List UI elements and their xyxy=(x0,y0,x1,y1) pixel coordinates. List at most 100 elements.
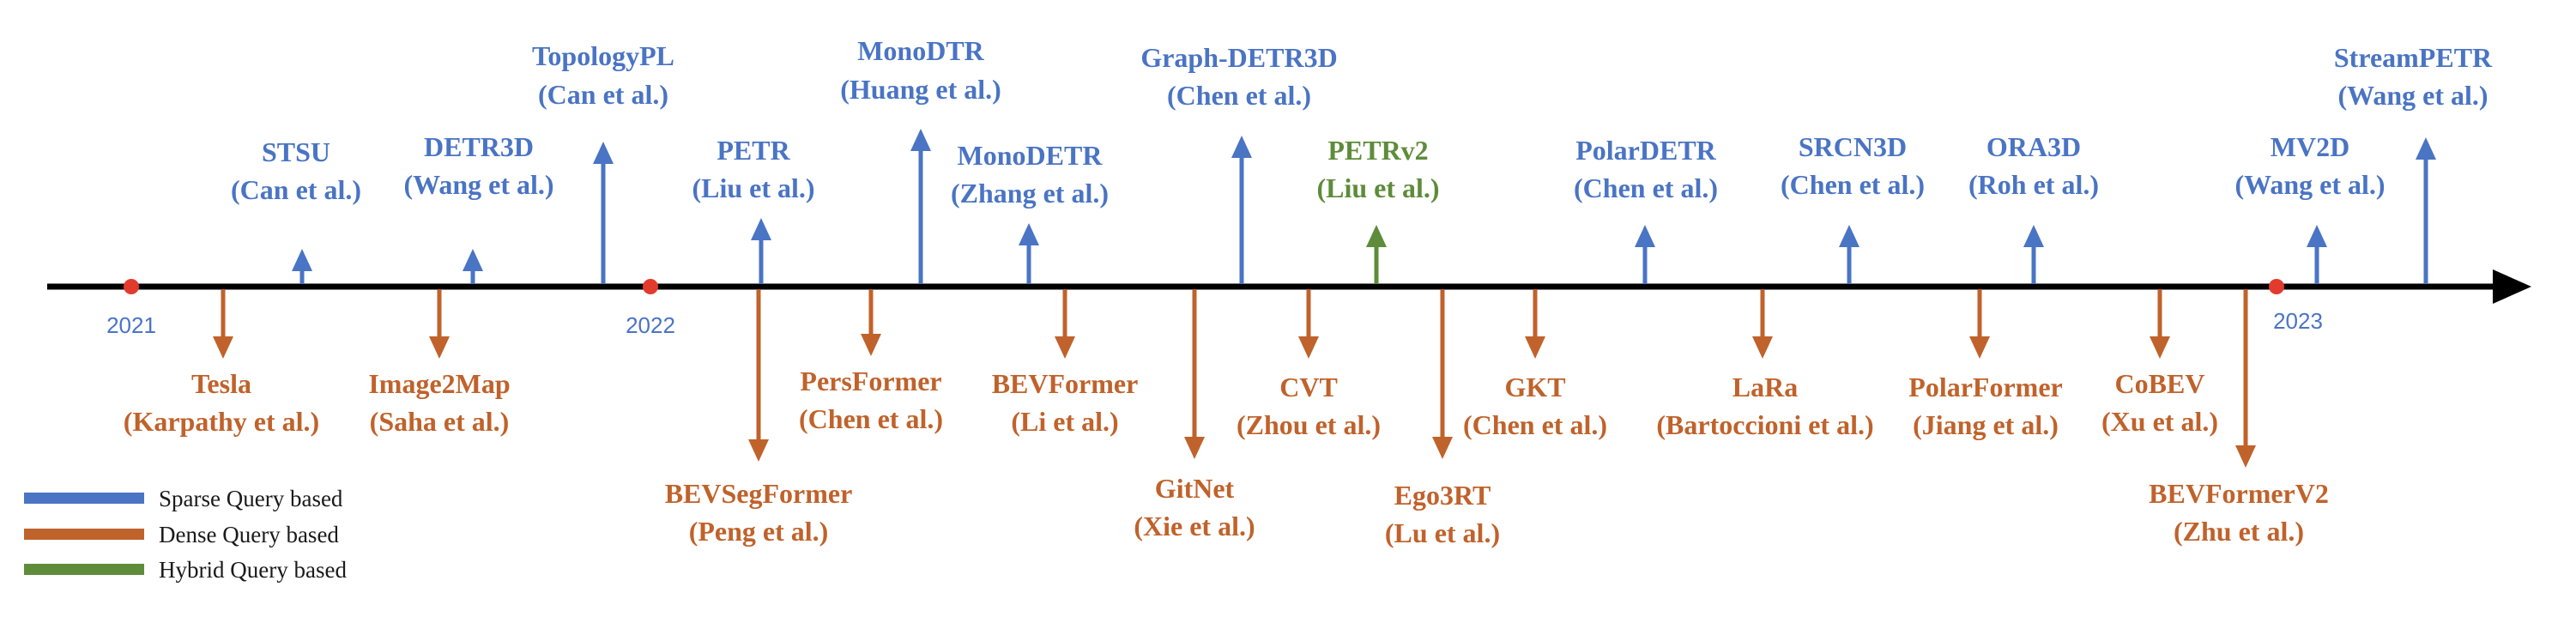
arrow-head xyxy=(1635,225,1655,247)
svg-text:PersFormer: PersFormer xyxy=(800,366,941,396)
svg-text:StreamPETR: StreamPETR xyxy=(2334,42,2493,73)
svg-text:PETRv2: PETRv2 xyxy=(1327,135,1428,166)
svg-text:LaRa: LaRa xyxy=(1732,372,1798,402)
arrow-head xyxy=(213,336,233,359)
year-label-2021: 2021 xyxy=(106,312,156,338)
svg-text:Tesla: Tesla xyxy=(191,368,251,399)
method-cobev: CoBEV (Xu et al.) xyxy=(2101,289,2218,437)
legend: Sparse Query based Dense Query based Hyb… xyxy=(24,486,347,583)
method-lara: LaRa (Bartoccioni et al.) xyxy=(1656,289,1874,440)
arrow-head xyxy=(2235,445,2256,468)
svg-text:PolarFormer: PolarFormer xyxy=(1908,372,2062,402)
arrow-head xyxy=(910,129,931,151)
method-tesla: Tesla (Karpathy et al.) xyxy=(124,289,319,437)
method-petr: PETR (Liu et al.) xyxy=(692,135,815,284)
arrow-head xyxy=(429,336,450,359)
arrow-head xyxy=(1184,437,1205,459)
year-dot-2023 xyxy=(2269,279,2284,294)
svg-text:(Xu et al.): (Xu et al.) xyxy=(2101,406,2218,437)
svg-text:TopologyPL: TopologyPL xyxy=(532,40,674,71)
svg-text:(Li et al.): (Li et al.) xyxy=(1011,406,1118,437)
arrow-head xyxy=(1839,225,1859,247)
legend-item-hybrid: Hybrid Query based xyxy=(24,557,347,583)
svg-text:Graph-DETR3D: Graph-DETR3D xyxy=(1140,42,1337,73)
svg-text:Hybrid Query based: Hybrid Query based xyxy=(159,557,347,583)
svg-text:Ego3RT: Ego3RT xyxy=(1394,480,1491,511)
year-label-2023: 2023 xyxy=(2273,308,2323,334)
arrow-head xyxy=(593,142,614,164)
arrow-head xyxy=(751,218,771,240)
method-streampetr: StreamPETR (Wang et al.) xyxy=(2334,42,2493,284)
method-stsu: STSU (Can et al.) xyxy=(231,136,361,284)
svg-text:(Xie et al.): (Xie et al.) xyxy=(1134,511,1255,541)
method-cvt: CVT (Zhou et al.) xyxy=(1237,289,1381,440)
arrow-head xyxy=(748,439,769,462)
svg-text:(Chen et al.): (Chen et al.) xyxy=(799,403,943,434)
year-dot-2022 xyxy=(643,279,658,294)
svg-text:(Karpathy et al.): (Karpathy et al.) xyxy=(124,406,319,437)
legend-swatch-sparse xyxy=(24,493,144,504)
svg-text:(Zhou et al.): (Zhou et al.) xyxy=(1237,409,1381,440)
legend-swatch-dense xyxy=(24,529,144,540)
arrow-head xyxy=(1366,225,1387,247)
svg-text:(Zhang et al.): (Zhang et al.) xyxy=(951,178,1109,209)
svg-text:(Peng et al.): (Peng et al.) xyxy=(689,516,829,547)
arrow-head xyxy=(2307,225,2327,247)
svg-text:BEVFormer: BEVFormer xyxy=(992,368,1139,399)
arrow-head xyxy=(1298,336,1319,359)
timeline-axis-arrowhead xyxy=(2493,269,2531,304)
method-bevformerv2: BEVFormerV2 (Zhu et al.) xyxy=(2149,289,2329,547)
svg-text:ORA3D: ORA3D xyxy=(1986,131,2081,162)
svg-text:(Chen et al.): (Chen et al.) xyxy=(1463,409,1607,440)
svg-text:(Huang et al.): (Huang et al.) xyxy=(840,74,1001,105)
method-detr3d: DETR3D (Wang et al.) xyxy=(403,131,554,284)
svg-text:CVT: CVT xyxy=(1279,372,1338,402)
svg-text:SRCN3D: SRCN3D xyxy=(1799,131,1907,162)
svg-text:GitNet: GitNet xyxy=(1155,473,1235,504)
svg-text:MonoDTR: MonoDTR xyxy=(857,35,984,66)
arrow-head xyxy=(1432,437,1453,459)
svg-text:(Wang et al.): (Wang et al.) xyxy=(403,169,553,200)
svg-text:BEVFormerV2: BEVFormerV2 xyxy=(2149,478,2329,509)
svg-text:STSU: STSU xyxy=(262,136,330,167)
svg-text:BEVSegFormer: BEVSegFormer xyxy=(665,478,853,509)
method-gitnet: GitNet (Xie et al.) xyxy=(1134,289,1255,541)
arrow-head xyxy=(861,334,881,356)
arrow-head xyxy=(1019,223,1039,245)
method-polardetr: PolarDETR (Chen et al.) xyxy=(1574,135,1718,284)
arrow-head xyxy=(463,249,483,271)
svg-text:(Chen et al.): (Chen et al.) xyxy=(1574,172,1718,203)
year-label-2022: 2022 xyxy=(626,312,675,338)
svg-text:(Wang et al.): (Wang et al.) xyxy=(2337,80,2488,111)
svg-text:CoBEV: CoBEV xyxy=(2115,368,2205,399)
svg-text:(Saha et al.): (Saha et al.) xyxy=(370,406,510,437)
svg-text:MV2D: MV2D xyxy=(2271,131,2349,162)
svg-text:(Can et al.): (Can et al.) xyxy=(538,79,668,110)
legend-swatch-hybrid xyxy=(24,564,144,575)
method-mv2d: MV2D (Wang et al.) xyxy=(2234,131,2386,284)
method-ora3d: ORA3D (Roh et al.) xyxy=(1968,131,2099,284)
method-monodetr: MonoDETR (Zhang et al.) xyxy=(951,140,1109,284)
svg-text:Image2Map: Image2Map xyxy=(368,368,510,399)
svg-text:(Jiang et al.): (Jiang et al.) xyxy=(1913,409,2059,440)
arrow-head xyxy=(1055,336,1075,359)
svg-text:(Chen et al.): (Chen et al.) xyxy=(1167,80,1311,111)
method-bevformer: BEVFormer (Li et al.) xyxy=(992,289,1139,437)
method-gkt: GKT (Chen et al.) xyxy=(1463,289,1607,440)
svg-text:(Liu et al.): (Liu et al.) xyxy=(1316,172,1439,203)
svg-text:MonoDETR: MonoDETR xyxy=(958,140,1104,171)
arrow-head xyxy=(1231,136,1252,158)
method-persformer: PersFormer (Chen et al.) xyxy=(799,289,943,434)
svg-text:(Wang et al.): (Wang et al.) xyxy=(2234,169,2385,200)
legend-item-sparse: Sparse Query based xyxy=(24,486,343,511)
svg-text:(Roh et al.): (Roh et al.) xyxy=(1968,169,2099,200)
svg-text:PolarDETR: PolarDETR xyxy=(1575,135,1716,166)
svg-text:Sparse Query based: Sparse Query based xyxy=(159,486,343,511)
method-polarformer: PolarFormer (Jiang et al.) xyxy=(1908,289,2063,440)
svg-text:DETR3D: DETR3D xyxy=(424,131,534,162)
arrow-head xyxy=(1525,336,1545,359)
year-dot-2021 xyxy=(124,279,139,294)
svg-text:(Chen et al.): (Chen et al.) xyxy=(1781,169,1925,200)
